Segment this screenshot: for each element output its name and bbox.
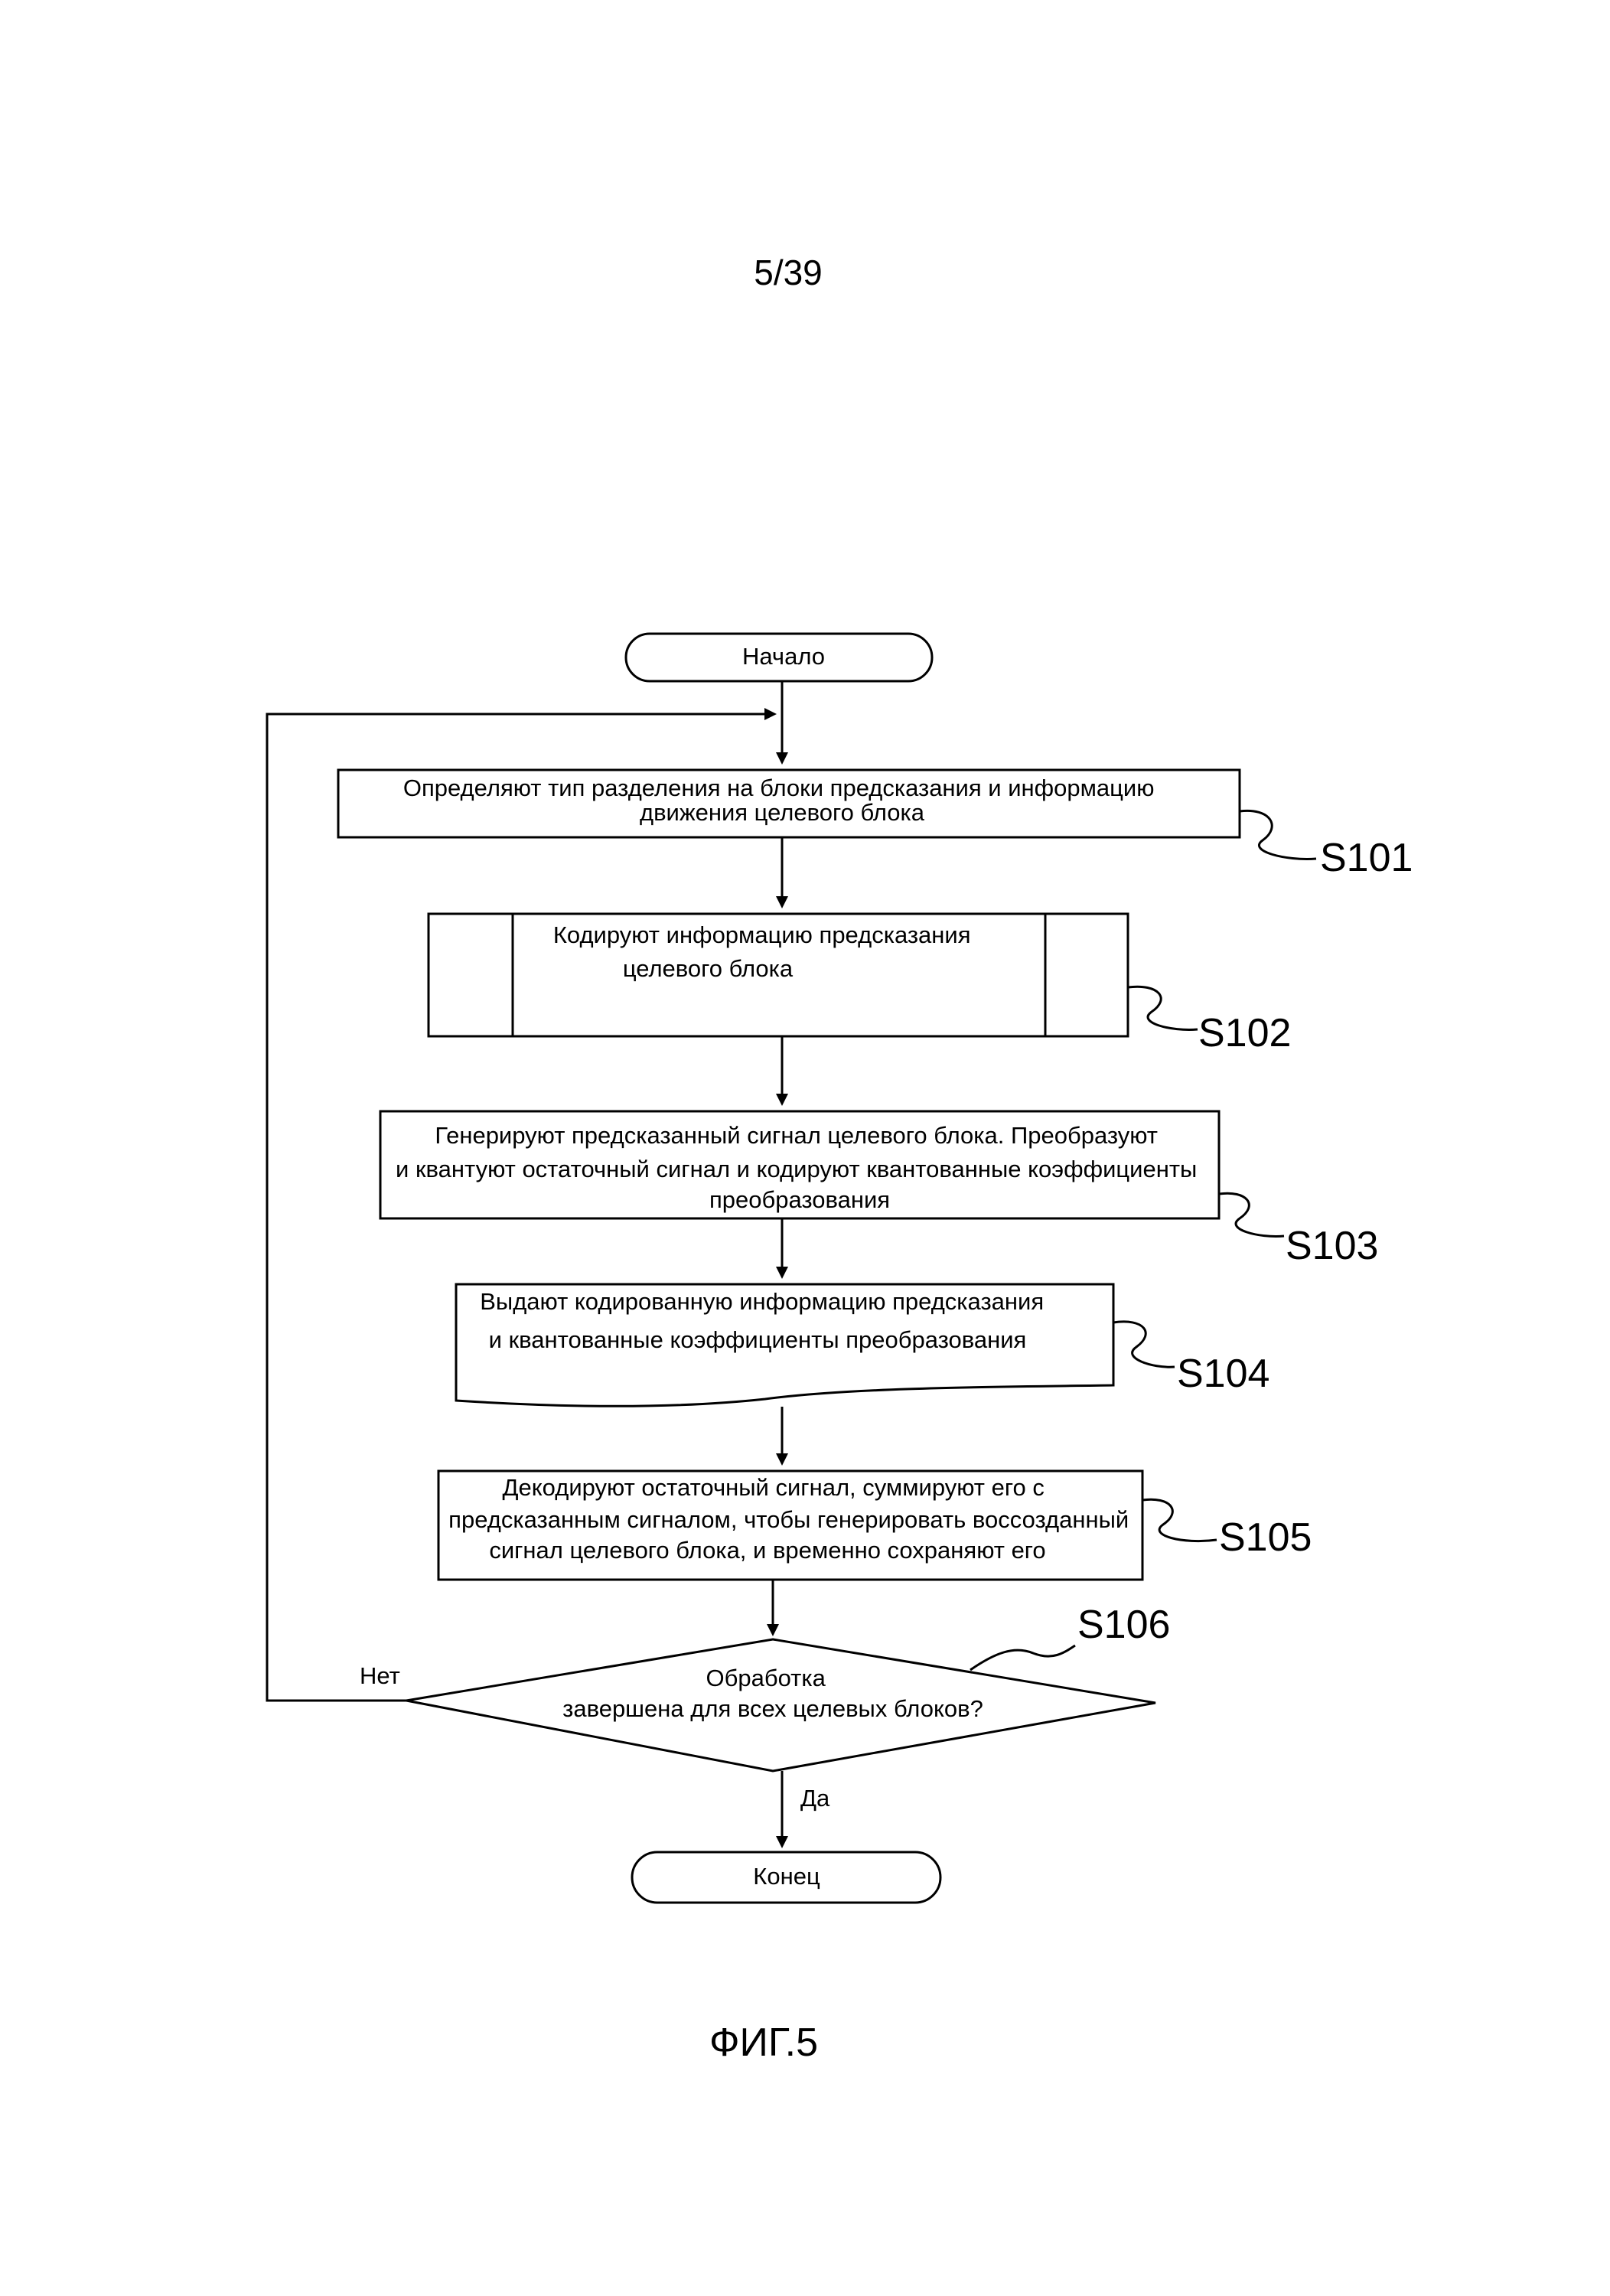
step-s104-label: S104 [1177,1352,1269,1396]
step-s104-box: Выдают кодированную информацию предсказа… [455,1283,1115,1407]
step-s105-leader [1142,1498,1217,1543]
step-s103-label: S103 [1286,1224,1378,1268]
step-s105-label: S105 [1219,1515,1312,1560]
step-s104-leader [1113,1320,1175,1368]
step-s102-text: Кодируют информацию предсказания целевог… [553,921,977,982]
step-s102-box: Кодируют информацию предсказания целевог… [427,912,1129,1038]
figure-label: ФИГ.5 [709,2020,818,2065]
end-label: Конец [753,1863,820,1890]
step-s106-leader [970,1644,1076,1671]
start-label: Начало [742,643,825,670]
start-terminal: Начало [624,632,934,683]
step-s106-decision: Обработка завершена для всех целевых бло… [406,1638,1156,1773]
step-s101-leader [1239,809,1317,860]
step-s105-box: Декодируют остаточный сигнал, суммируют … [437,1469,1144,1581]
end-terminal: Конец [631,1851,942,1904]
step-s101-text: Определяют тип разделения на блоки предс… [403,775,1161,826]
step-s103-leader [1218,1192,1285,1238]
loop-back-line [266,708,777,1702]
step-s106-text: Обработка завершена для всех целевых бло… [562,1665,983,1722]
no-branch-label: Нет [360,1662,400,1689]
step-s106-label: S106 [1077,1603,1170,1647]
page-number: 5/39 [754,253,823,292]
yes-branch-label: Да [800,1785,830,1812]
step-s101-box: Определяют тип разделения на блоки предс… [337,768,1241,839]
step-s103-box: Генерируют предсказанный сигнал целевого… [379,1110,1221,1220]
step-s103-text: Генерируют предсказанный сигнал целевого… [396,1122,1204,1213]
step-s102-leader [1127,985,1198,1031]
step-s101-label: S101 [1320,836,1413,880]
step-s102-label: S102 [1198,1011,1291,1055]
step-s105-text: Декодируют остаточный сигнал, суммируют … [448,1474,1136,1564]
step-s104-text: Выдают кодированную информацию предсказа… [480,1288,1051,1353]
